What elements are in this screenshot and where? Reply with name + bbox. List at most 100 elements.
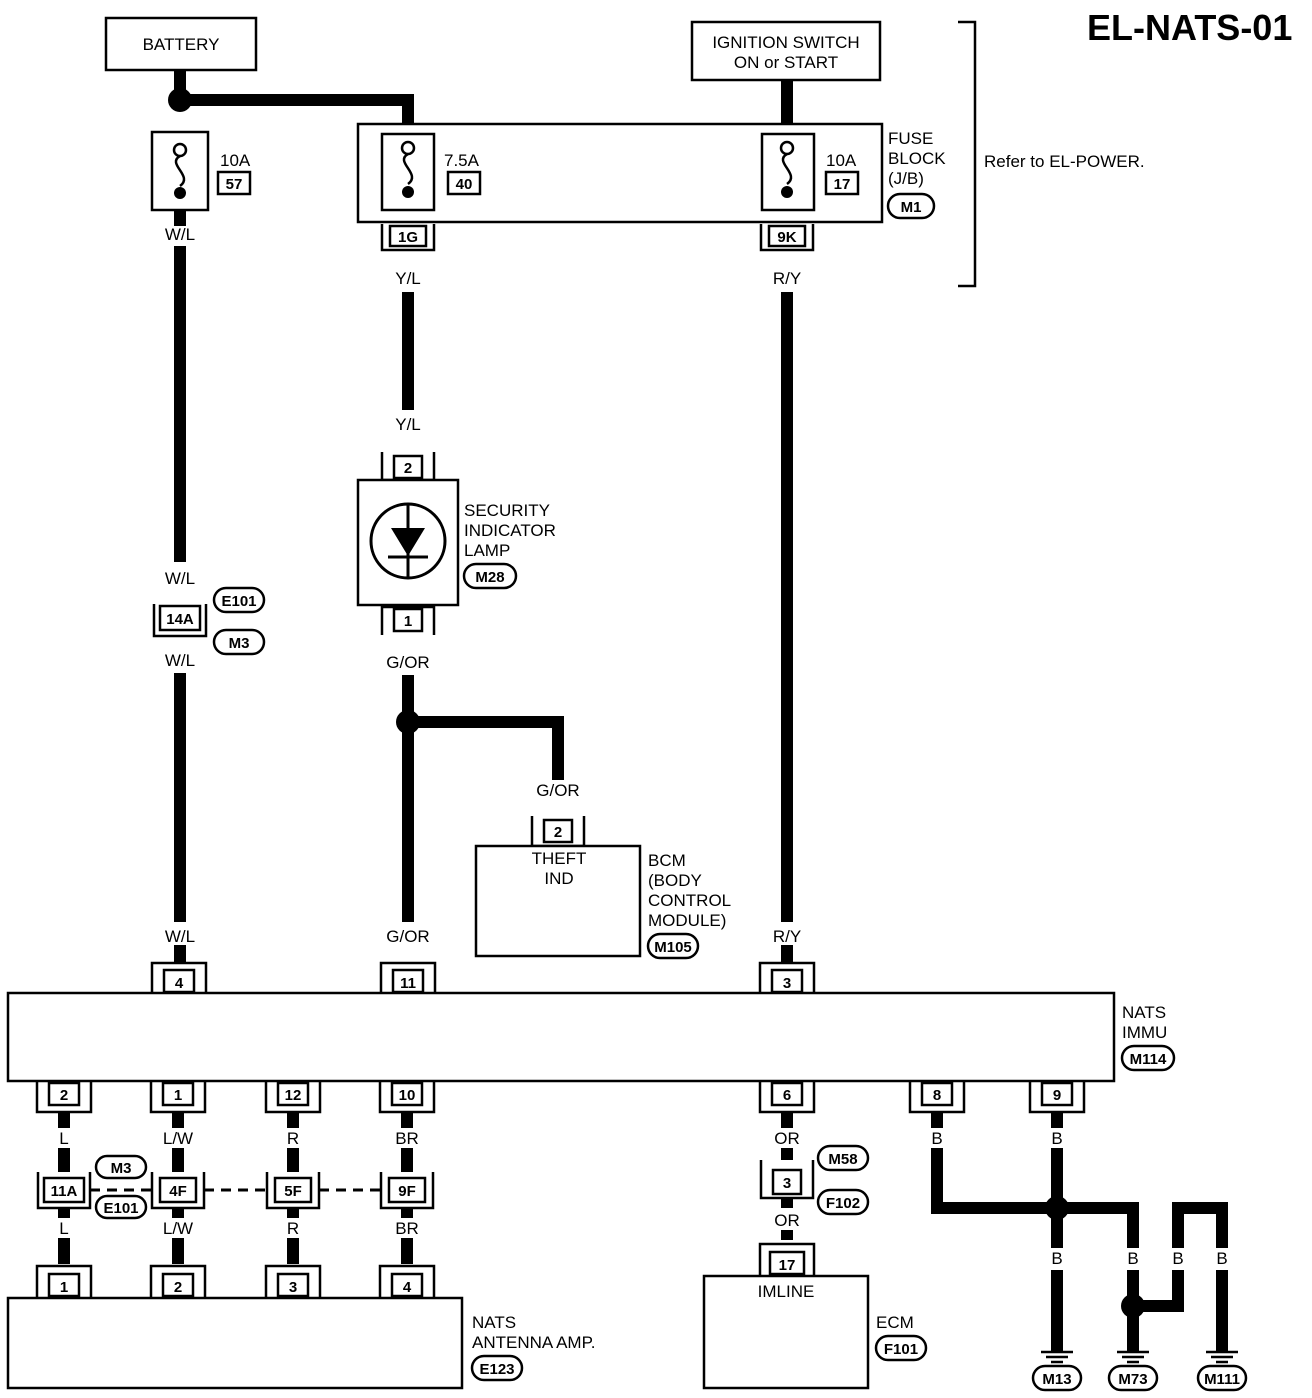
wire-label-wl-1: W/L (165, 225, 195, 244)
immu-pin-12: 12 (285, 1087, 302, 1104)
antenna-pin-1: 1 (60, 1279, 68, 1296)
refer-note: Refer to EL-POWER. (984, 152, 1145, 171)
fuse-40-number: 40 (456, 176, 473, 193)
ignition-label-1: IGNITION SWITCH (712, 33, 859, 52)
immu-connector-oval (1120, 1044, 1176, 1072)
bcm: 2 THEFT IND (474, 816, 642, 958)
ground-icon (1041, 1350, 1238, 1364)
fuse-57: 10A 57 (150, 130, 252, 212)
wire-label-ry-1: R/Y (773, 269, 801, 288)
immu-pin-10: 10 (399, 1087, 416, 1104)
ground-m73: M73 (1118, 1371, 1147, 1388)
wire-label-b-3: B (1051, 1249, 1062, 1268)
immu-connector: M114 (1130, 1051, 1167, 1068)
security-lamp: 2 1 (356, 452, 460, 635)
wire-label-or-2: OR (774, 1211, 800, 1230)
lamp-connector: M28 (475, 569, 504, 586)
fuse-57-rating: 10A (220, 151, 251, 170)
antenna-junction-oval-top (94, 1154, 148, 1180)
ground-m111: M111 (1204, 1371, 1240, 1388)
fuse-17-rating: 10A (826, 151, 857, 170)
antenna-pin-3: 3 (289, 1279, 297, 1296)
ecm: 17 IMLINE (702, 1242, 870, 1390)
ecm-connector: F101 (884, 1341, 918, 1358)
wire-label-wl-2: W/L (165, 569, 195, 588)
wire-label-wl-3: W/L (165, 651, 195, 670)
antenna-junctions: 11A 4F 5F 9F (36, 1172, 435, 1210)
antenna-pin-4: 4 (403, 1279, 412, 1296)
lamp-label-1: SECURITY (464, 501, 550, 520)
ground-m13: M13 (1042, 1371, 1071, 1388)
wire-label-br-2: BR (395, 1219, 419, 1238)
fuse-17: 10A 17 (760, 132, 860, 212)
lamp-pin-top: 2 (404, 460, 412, 477)
ground-m73-oval (1107, 1364, 1159, 1392)
wire-label-b-1: B (931, 1129, 942, 1148)
junction-14a-oval-bottom (212, 628, 266, 656)
wire-label-b-5: B (1172, 1249, 1183, 1268)
wire-label-ry-2: R/Y (773, 927, 801, 946)
immu-pin-8: 8 (933, 1087, 941, 1104)
wire-label-or-1: OR (774, 1129, 800, 1148)
ecm-pin: 17 (779, 1257, 796, 1274)
wire-label-wl-4: W/L (165, 927, 195, 946)
or-junction: 3 (759, 1160, 815, 1200)
junction-9f: 9F (398, 1183, 416, 1200)
fuse-40-rating: 7.5A (444, 151, 480, 170)
lamp-pin-bottom: 1 (404, 613, 412, 630)
or-junction-conn-top: M58 (828, 1151, 857, 1168)
lamp-connector-oval (462, 562, 518, 590)
antenna-connector: E123 (479, 1361, 514, 1378)
wire-label-lw-1: L/W (163, 1129, 193, 1148)
jb-terminal-9k: 9K (759, 224, 815, 252)
bcm-label-4: MODULE) (648, 911, 726, 930)
splice-m73 (1121, 1294, 1145, 1318)
immu-label-2: IMMU (1122, 1023, 1167, 1042)
svg-text:1G: 1G (398, 229, 418, 246)
antenna-connector-oval (470, 1354, 524, 1382)
bcm-terminal-1: THEFT (532, 849, 587, 868)
bcm-terminal-2: IND (544, 869, 573, 888)
fuse-17-number: 17 (834, 176, 851, 193)
wire-label-r-1: R (287, 1129, 299, 1148)
wires (58, 70, 1228, 1352)
antenna-junction-conn-top: M3 (111, 1160, 132, 1177)
fuse-57-number: 57 (226, 176, 243, 193)
antenna-pin-2: 2 (174, 1279, 182, 1296)
junction-5f: 5F (284, 1183, 302, 1200)
antenna-label-1: NATS (472, 1313, 516, 1332)
wire-label-yl-2: Y/L (395, 415, 421, 434)
fuse-block-connector-oval (886, 192, 936, 220)
wire-label-r-2: R (287, 1219, 299, 1238)
ecm-label: ECM (876, 1313, 914, 1332)
ignition-switch-box (690, 20, 882, 82)
ecm-terminal: IMLINE (758, 1282, 815, 1301)
nats-immu: 4 11 3 2 1 12 10 6 8 9 (6, 961, 1116, 1114)
fuse-block-label-1: FUSE (888, 129, 933, 148)
lamp-label-2: INDICATOR (464, 521, 556, 540)
bcm-label-3: CONTROL (648, 891, 731, 910)
wire-label-l-1: L (59, 1129, 68, 1148)
antenna-junction-oval-bottom (94, 1194, 148, 1220)
wire-label-l-2: L (59, 1219, 68, 1238)
splice-gor (396, 710, 420, 734)
wire-label-gor-2: G/OR (536, 781, 579, 800)
junction-14a-oval-top (212, 586, 266, 614)
antenna-junction-conn-bottom: E101 (103, 1200, 138, 1217)
lamp-label-3: LAMP (464, 541, 510, 560)
bcm-label-1: BCM (648, 851, 686, 870)
or-junction-conn-bottom: F102 (826, 1195, 860, 1212)
bracket-refer (958, 20, 977, 288)
bcm-connector: M105 (654, 939, 692, 956)
immu-label-1: NATS (1122, 1003, 1166, 1022)
junction-14a: 14A (152, 604, 208, 638)
bcm-label-2: (BODY (648, 871, 702, 890)
ignition-label-2: ON or START (734, 53, 838, 72)
splice-battery (168, 88, 192, 112)
junction-14a-conn-top: E101 (221, 593, 256, 610)
wire-b-m73-link (1133, 1202, 1228, 1312)
wire-label-lw-2: L/W (163, 1219, 193, 1238)
immu-pin-3: 3 (783, 975, 791, 992)
page-title: EL-NATS-01 (1087, 7, 1292, 48)
